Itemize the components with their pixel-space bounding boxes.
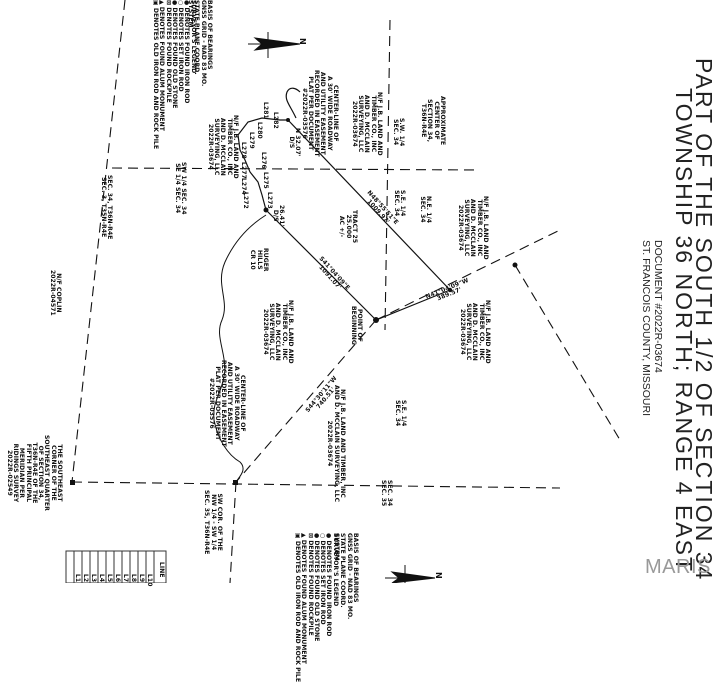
line-table-cell: L2 <box>82 574 89 583</box>
label-se-quarter-lower: S.E. 1/4 SEC. 34 <box>393 400 407 427</box>
north-arrow-bottom <box>385 565 436 583</box>
monument-se-corner <box>70 480 75 485</box>
call-label: L272 <box>242 192 249 209</box>
boundary-line-north <box>287 119 451 291</box>
monument-calls <box>263 207 269 213</box>
point-of-beginning-marker <box>373 317 379 323</box>
label-owner-copelin: N/F COPLIN 2022R-04571 <box>48 270 62 316</box>
north-arrow-label-bottom: N <box>434 572 443 579</box>
label-sw-cor: SW COR. OF THE NW 1/4 - SW 1/4 SEC. 35, … <box>203 490 223 555</box>
section-line-south <box>71 481 561 489</box>
label-easement-north: CENTER-LINE OF A 30' WIDE ROADWAY AND UT… <box>300 70 339 157</box>
line-table-cell: L4 <box>98 574 105 583</box>
label-ruger-hills: RUGER HILLS CR 10 <box>249 248 269 272</box>
line-table-cell: L6 <box>114 574 121 583</box>
plat-document-number: DOCUMENT #2022R-03674 <box>652 240 664 373</box>
boundary-line-east <box>375 289 451 321</box>
line-table-cell: L1 <box>74 574 81 583</box>
tie-label-north: N 32.07' D/S <box>287 128 301 157</box>
line-table <box>65 550 167 583</box>
tie-label-south: 26.41' D/S <box>271 205 285 227</box>
label-point-of-beginning: POINT OF BEGINNING <box>349 306 363 345</box>
line-table-cell: L5 <box>106 574 113 583</box>
label-se-quarter-upper: S.E. 1/4 SEC. 34 <box>392 190 406 217</box>
monument-sw-cor <box>233 480 238 485</box>
monument-north <box>286 118 290 122</box>
label-owner-ne: N/F J.B. LAND AND TIMBER CO., INC AND D.… <box>456 196 489 260</box>
label-se-corner: THE SOUTHEAST CORNER OF THE SOUTHEAST QU… <box>5 435 63 511</box>
label-easement-south: CENTER-LINE OF A 30' WIDE ROADWAY AND UT… <box>207 360 246 447</box>
watermark-text: MARIS <box>645 556 711 578</box>
call-label: L279 <box>248 132 255 149</box>
call-label: L281 <box>262 102 269 119</box>
label-tract: TRACT 25 25.000 AC +/- <box>338 210 358 244</box>
line-east-extension <box>514 264 621 441</box>
easement-south-line <box>213 214 267 483</box>
boundary-line-south <box>265 209 377 321</box>
line-table-cell: L9 <box>138 574 145 583</box>
north-arrow-label-top: N <box>298 38 307 45</box>
label-owner-center: N/F J.B. LAND AND TIMBER CO., INC AND D.… <box>261 300 294 364</box>
plat-title-line2: TOWNSHIP 36 NORTH; RANGE 4 EAST <box>671 88 697 574</box>
calls-line <box>237 117 288 211</box>
call-label: L277 <box>240 162 247 179</box>
label-sw-se-line: SW 1/4 SEC. 34 SE 1/4 SEC. 34 <box>173 162 187 215</box>
call-label: L275 <box>262 172 269 189</box>
quarter-line-ew <box>111 167 481 171</box>
label-owner-nw: N/F J.B. LAND AND TIMBER CO., INC AND D.… <box>350 92 383 156</box>
label-approx-center: APPROXIMATE CENTER OF SECTION 34, T36N-R… <box>420 96 446 146</box>
monument-east <box>447 287 453 293</box>
call-label: L278 <box>240 142 247 159</box>
plat-county: ST. FRANCOIS COUNTY, MISSOURI <box>640 240 652 416</box>
diagonal-line-south <box>235 319 377 483</box>
line-table-cell: L3 <box>90 574 97 583</box>
quarter-line-ns <box>384 19 391 331</box>
line-table-header: LINE <box>158 562 165 578</box>
surveyors-legend-bottom: SURVEYOR'S LEGEND● DENOTES FOUND IRON RO… <box>293 533 339 682</box>
label-sw-quarter: S.W. 1/4 SEC. 34 <box>391 118 405 147</box>
label-ne-quarter: N.E. 1/4 SEC. 34 <box>418 196 432 224</box>
north-arrow-top <box>248 32 301 58</box>
monument-far-east <box>512 262 518 268</box>
line-table-cell: L10 <box>146 574 153 587</box>
label-sec34-t36n: SEC. 34, T36N-R4E SEC. 3, T35N-R4E <box>99 175 113 240</box>
line-south-extension <box>229 481 237 583</box>
call-label: L282 <box>272 112 279 129</box>
call-label: L276 <box>260 152 267 169</box>
line-table-cell: L8 <box>130 574 137 583</box>
diagonal-line-east <box>375 229 561 321</box>
label-owner-se: N/F J.B. LAND AND TIMBER, INC AND D. MCC… <box>326 385 346 503</box>
call-label: L280 <box>256 122 263 139</box>
line-table-cell: L7 <box>122 574 129 583</box>
label-sec-line-right: SEC. 34 SEC. 35 <box>379 480 393 507</box>
label-owner-sw: N/F J.B. LAND AND TIMBER CO., INC AND D.… <box>206 115 239 179</box>
survey-plat-drawing <box>65 0 621 583</box>
surveyors-legend-top: SURVEYOR'S LEGEND● DENOTES FOUND IRON RO… <box>151 0 197 150</box>
easement-north-line <box>285 87 301 119</box>
section-line-west <box>71 0 126 483</box>
label-owner-east: N/F J.B. LAND AND TIMBER CO., INC AND D.… <box>458 300 491 364</box>
